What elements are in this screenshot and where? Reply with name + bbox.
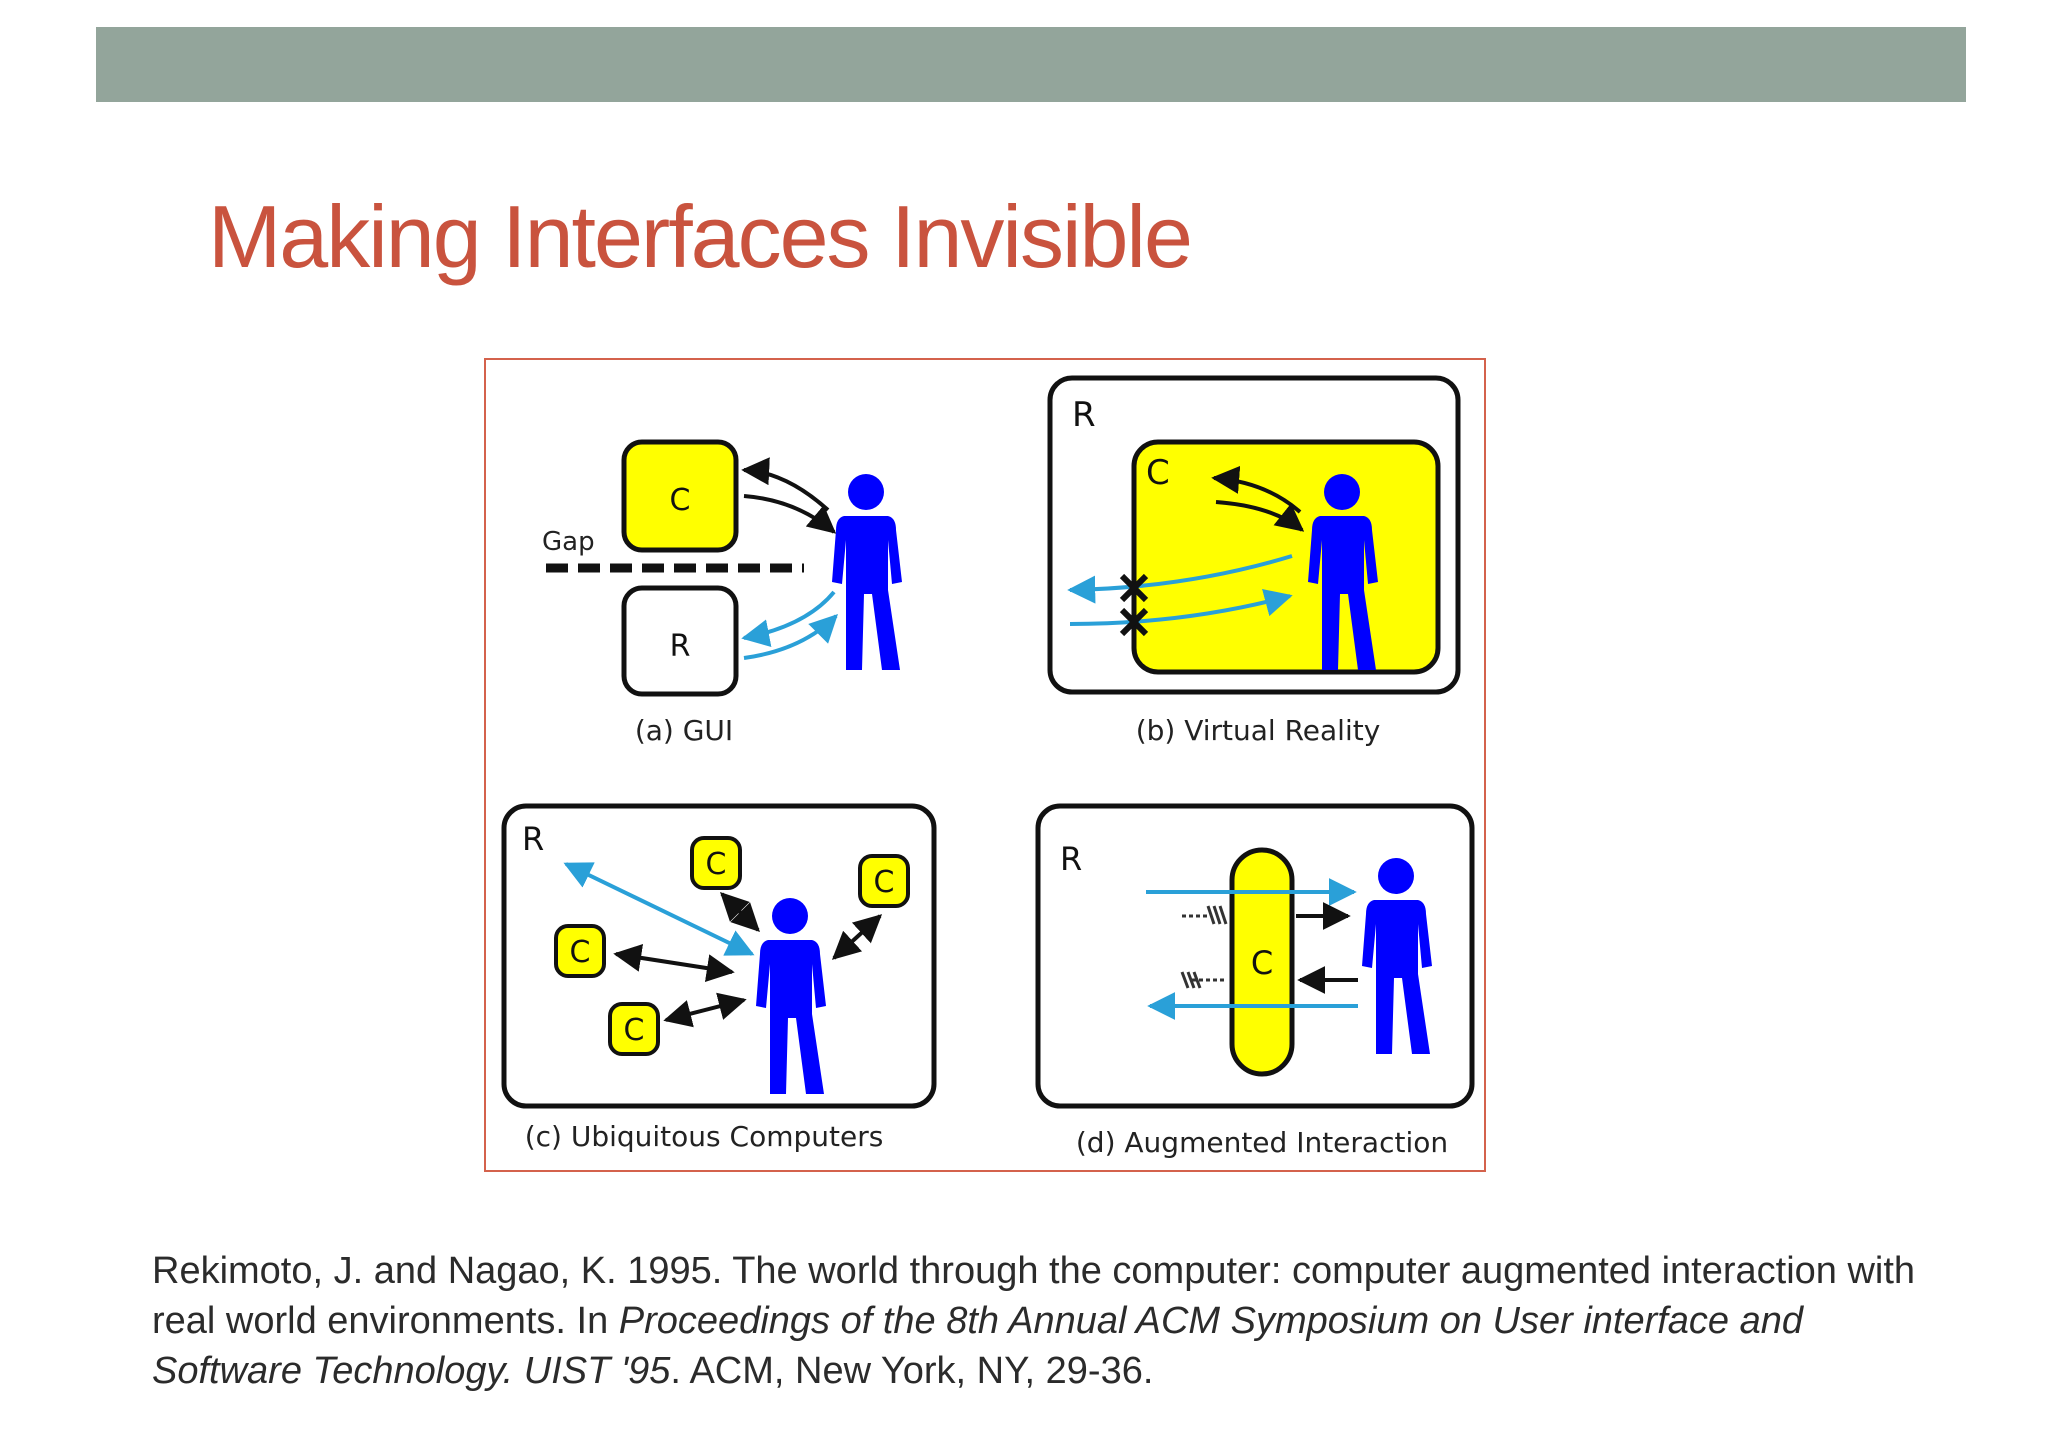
blocked-arrow	[1067, 554, 1293, 604]
panel-caption: (a) GUI	[635, 714, 733, 747]
real-world-arrow	[743, 614, 838, 660]
real-world-label: R	[1072, 395, 1096, 435]
svg-text:C: C	[624, 1013, 645, 1048]
svg-text:C: C	[706, 847, 727, 882]
computer-arrow	[1215, 500, 1305, 532]
computer-palmtop	[1229, 847, 1295, 1077]
panel-virtual-reality: R C (b) Virtual Reality	[1047, 375, 1461, 747]
svg-text:C: C	[874, 865, 895, 900]
computer-arrow	[720, 892, 760, 932]
real-world-label: R	[670, 629, 691, 664]
citation-authors: Rekimoto, J. and Nagao, K. 1995. The wor…	[152, 1250, 1916, 1342]
real-world-arrow	[741, 590, 836, 647]
noise-icon	[1180, 905, 1228, 989]
blocked-arrow	[1069, 589, 1293, 626]
panel-caption: (b) Virtual Reality	[1136, 714, 1381, 747]
figure-frame: C R Gap (a) GUI R C (b) Virtual Reality …	[484, 358, 1486, 1172]
header-bar	[96, 27, 1966, 102]
panel-caption: (d) Augmented Interaction	[1076, 1126, 1448, 1159]
computer-arrow	[663, 992, 747, 1028]
citation-publisher: . ACM, New York, NY, 29-36.	[670, 1350, 1154, 1392]
real-world-label: R	[522, 820, 544, 858]
real-world-label: R	[1060, 840, 1082, 878]
computer-arrow	[743, 494, 837, 534]
computer-arrow	[613, 944, 735, 982]
person-icon	[832, 474, 902, 670]
panel-gui: C R Gap (a) GUI	[542, 439, 902, 747]
block-x-icon	[1119, 573, 1149, 637]
computer-box: C	[554, 924, 606, 978]
interaction-styles-diagram: C R Gap (a) GUI R C (b) Virtual Reality …	[501, 375, 1475, 1159]
citation: Rekimoto, J. and Nagao, K. 1995. The wor…	[152, 1246, 1952, 1396]
slide-title: Making Interfaces Invisible	[208, 187, 1193, 286]
computer-arrow	[741, 457, 830, 512]
computer-arrow	[831, 914, 883, 960]
computer-box	[621, 439, 739, 553]
computer-label: C	[1146, 453, 1170, 493]
gap-label: Gap	[542, 527, 595, 557]
computer-label: C	[670, 483, 691, 518]
panel-caption: (c) Ubiquitous Computers	[525, 1120, 884, 1153]
computer-box: C	[858, 854, 910, 908]
computer-box: C	[690, 836, 742, 890]
real-world-arrow	[563, 862, 755, 956]
computer-label: C	[1251, 944, 1273, 982]
panel-augmented-interaction: R C (d) Augmented Interaction	[1035, 803, 1475, 1159]
real-world-box	[621, 585, 739, 697]
citation-venue: Proceedings of the 8th Annual ACM Sympos…	[152, 1300, 1804, 1392]
computer-box: C	[608, 1002, 660, 1056]
panel-ubiquitous-computers: R C C C C (c) Ubiquitous Computers	[501, 803, 937, 1153]
svg-text:C: C	[570, 935, 591, 970]
